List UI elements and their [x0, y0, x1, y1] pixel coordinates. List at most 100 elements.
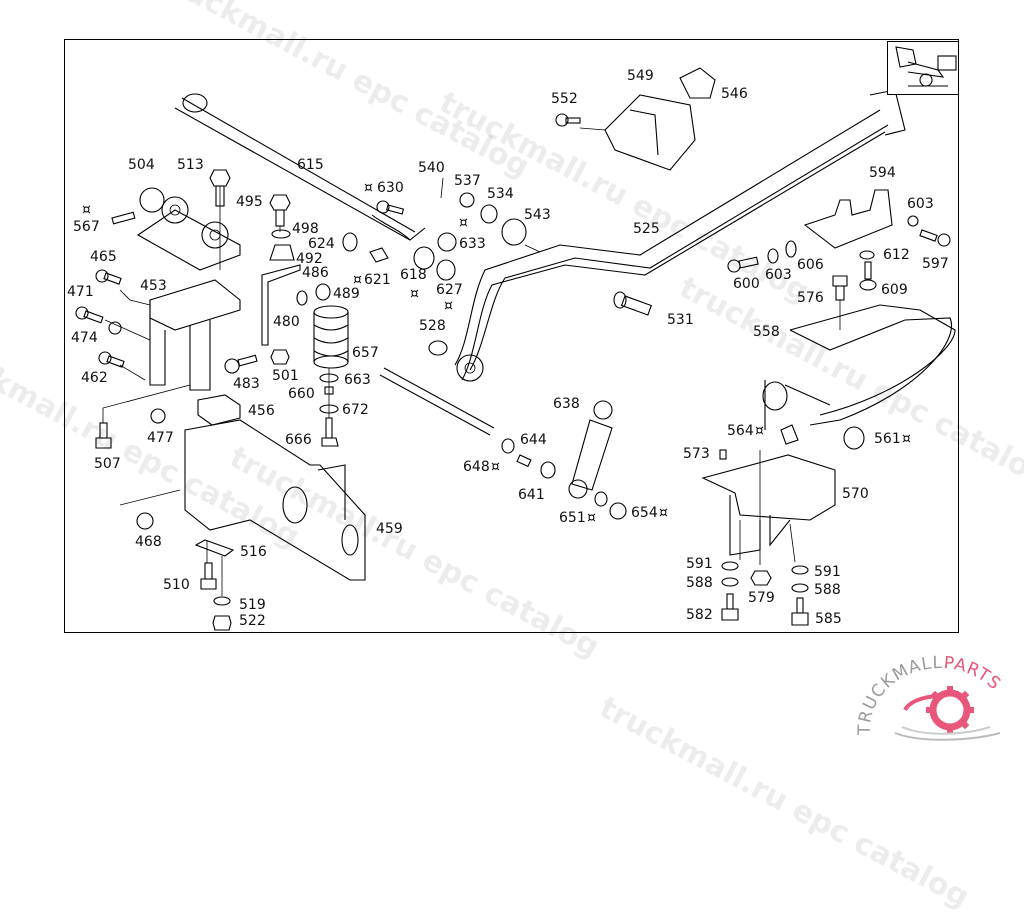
rubber-block-546 [679, 67, 716, 99]
label-483[interactable]: 483 [233, 376, 260, 392]
label-638[interactable]: 638 [553, 396, 580, 412]
label-570[interactable]: 570 [842, 486, 869, 502]
bolt-666 [321, 417, 339, 447]
bolt-507 [95, 422, 112, 449]
label-573[interactable]: 573 [683, 446, 710, 462]
label-525[interactable]: 525 [633, 221, 660, 237]
label-663[interactable]: 663 [344, 372, 371, 388]
label-582[interactable]: 582 [686, 607, 713, 623]
label-531[interactable]: 531 [667, 312, 694, 328]
label-513[interactable]: 513 [177, 157, 204, 173]
label-585[interactable]: 585 [815, 611, 842, 627]
label-576[interactable]: 576 [797, 290, 824, 306]
label-627[interactable]: 627 [436, 282, 463, 298]
label-471[interactable]: 471 [67, 284, 94, 300]
label-624[interactable]: 624 [308, 236, 335, 252]
label-597[interactable]: 597 [922, 256, 949, 272]
label-641[interactable]: 641 [518, 487, 545, 503]
bolt-567 [111, 211, 136, 225]
label-666[interactable]: 666 [285, 432, 312, 448]
label-489[interactable]: 489 [333, 286, 360, 302]
valve-621 [369, 247, 389, 263]
label-621[interactable]: 621 [364, 272, 391, 288]
label-603b[interactable]: 603 [765, 267, 792, 283]
bolt-576 [832, 275, 848, 301]
washer-474 [108, 321, 122, 335]
label-465[interactable]: 465 [90, 249, 117, 265]
label-567[interactable]: 567 [73, 219, 100, 235]
mark-564: ¤ [755, 423, 764, 439]
label-579[interactable]: 579 [748, 590, 775, 606]
bolt-582 [721, 593, 739, 621]
stabilizer-bar-615 [174, 93, 426, 241]
label-644[interactable]: 644 [520, 432, 547, 448]
label-552[interactable]: 552 [551, 91, 578, 107]
label-480[interactable]: 480 [273, 314, 300, 330]
label-492[interactable]: 492 [296, 251, 323, 267]
block-456 [197, 394, 241, 426]
pin-540 [440, 177, 444, 199]
label-510[interactable]: 510 [163, 577, 190, 593]
bolt-510 [200, 562, 217, 590]
label-594[interactable]: 594 [869, 165, 896, 181]
label-501[interactable]: 501 [272, 368, 299, 384]
label-615[interactable]: 615 [297, 157, 324, 173]
label-654[interactable]: 654 [631, 505, 658, 521]
label-462[interactable]: 462 [81, 370, 108, 386]
rubber-spring-657 [313, 305, 349, 369]
label-519[interactable]: 519 [239, 597, 266, 613]
label-618[interactable]: 618 [400, 267, 427, 283]
label-459[interactable]: 459 [376, 521, 403, 537]
label-453[interactable]: 453 [140, 278, 167, 294]
label-507[interactable]: 507 [94, 456, 121, 472]
label-561[interactable]: 561 [874, 431, 901, 447]
label-591a[interactable]: 591 [686, 556, 713, 572]
gear-icon [894, 686, 1001, 741]
label-498[interactable]: 498 [292, 221, 319, 237]
label-495[interactable]: 495 [236, 194, 263, 210]
nut-537 [459, 192, 475, 208]
nut-477 [150, 408, 166, 424]
label-537[interactable]: 537 [454, 173, 481, 189]
bolt-531 [613, 291, 653, 316]
leaf-spring-558 [762, 304, 956, 430]
label-456[interactable]: 456 [248, 403, 275, 419]
label-606[interactable]: 606 [797, 257, 824, 273]
label-609[interactable]: 609 [881, 282, 908, 298]
label-543[interactable]: 543 [524, 207, 551, 223]
label-648[interactable]: 648 [463, 459, 490, 475]
bolt-471 [75, 306, 104, 324]
label-516[interactable]: 516 [240, 544, 267, 560]
label-600[interactable]: 600 [733, 276, 760, 292]
label-504[interactable]: 504 [128, 157, 155, 173]
label-540[interactable]: 540 [418, 160, 445, 176]
label-486[interactable]: 486 [302, 265, 329, 281]
spring-washer-588a [721, 577, 739, 587]
label-474[interactable]: 474 [71, 330, 98, 346]
label-657[interactable]: 657 [352, 345, 379, 361]
label-468[interactable]: 468 [135, 534, 162, 550]
label-612[interactable]: 612 [883, 247, 910, 263]
label-630[interactable]: 630 [377, 180, 404, 196]
label-534[interactable]: 534 [487, 186, 514, 202]
label-660[interactable]: 660 [288, 386, 315, 402]
label-522[interactable]: 522 [239, 613, 266, 629]
label-603a[interactable]: 603 [907, 196, 934, 212]
spring-washer-588b [791, 583, 809, 593]
label-588a[interactable]: 588 [686, 575, 713, 591]
label-564[interactable]: 564 [727, 423, 754, 439]
label-546[interactable]: 546 [721, 86, 748, 102]
label-549[interactable]: 549 [627, 68, 654, 84]
label-591b[interactable]: 591 [814, 564, 841, 580]
bush-618 [413, 246, 435, 270]
label-651[interactable]: 651 [559, 510, 586, 526]
label-672[interactable]: 672 [342, 402, 369, 418]
label-588b[interactable]: 588 [814, 582, 841, 598]
washer-603 [907, 215, 919, 227]
label-477[interactable]: 477 [147, 430, 174, 446]
parts-drawing [75, 67, 956, 631]
label-633[interactable]: 633 [459, 236, 486, 252]
label-528[interactable]: 528 [419, 318, 446, 334]
mark-561: ¤ [902, 431, 911, 447]
label-558[interactable]: 558 [753, 324, 780, 340]
